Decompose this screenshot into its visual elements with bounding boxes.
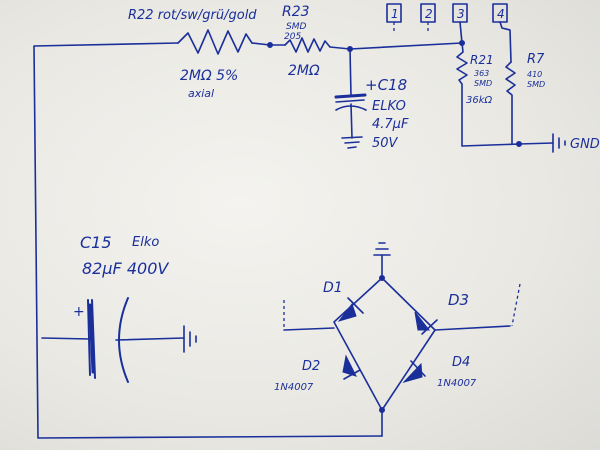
diode-d2 — [342, 354, 361, 380]
c18-type-label: ELKO — [372, 99, 406, 114]
r23-name-label: R23 — [282, 4, 310, 20]
d4-part-label: 1N4007 — [437, 378, 477, 389]
r21-name-label: R21 — [470, 53, 494, 67]
top-wire — [251, 40, 465, 52]
resistor-r23 — [284, 37, 331, 53]
r7-package-label: SMD — [527, 80, 545, 89]
r21-value-label: 36kΩ — [466, 95, 493, 106]
pin-3-label: 3 — [457, 7, 465, 21]
r23-package-label: SMD — [286, 22, 306, 32]
c18-name-label: +C18 — [365, 76, 407, 94]
r22-value-label: 2MΩ 5% — [180, 68, 238, 84]
resistor-r21 — [456, 42, 521, 147]
r21-code-label: 363 — [474, 69, 489, 78]
d1-label: D1 — [323, 280, 343, 296]
diode-d3 — [414, 311, 438, 335]
capacitor-c15 — [41, 297, 197, 383]
diode-d4 — [402, 360, 426, 383]
r22-package-label: axial — [188, 87, 214, 100]
capacitor-c18 — [334, 48, 367, 149]
c15-type-label: Elko — [132, 235, 159, 250]
bridge-rectifier — [283, 242, 521, 437]
r23-code-label: 205 — [284, 32, 301, 42]
r22-title-label: R22 rot/sw/grü/gold — [128, 8, 257, 23]
d2-part-label: 1N4007 — [274, 382, 314, 393]
gnd-symbol — [518, 133, 566, 153]
left-rail-wire — [33, 42, 383, 439]
d4-label: D4 — [452, 355, 470, 370]
d3-label: D3 — [448, 291, 469, 309]
c15-plus-label: + — [73, 304, 85, 320]
diode-d1 — [337, 297, 364, 322]
c15-value-label: 82µF 400V — [82, 259, 169, 278]
c18-voltage-label: 50V — [372, 136, 399, 151]
gnd-label: GND — [570, 137, 600, 152]
r23-value-label: 2MΩ — [288, 63, 320, 79]
r7-code-label: 410 — [527, 70, 542, 79]
r7-name-label: R7 — [527, 52, 545, 67]
pin-1-label: 1 — [391, 7, 399, 21]
connector-pins — [386, 3, 512, 63]
pin-2-label: 2 — [425, 7, 433, 21]
pin-4-label: 4 — [497, 7, 505, 21]
resistor-r22 — [177, 29, 253, 55]
r21-package-label: SMD — [474, 79, 492, 88]
c15-name-label: C15 — [80, 233, 112, 252]
resistor-r7 — [505, 61, 522, 147]
c18-value-label: 4.7µF — [372, 117, 409, 132]
d2-label: D2 — [302, 359, 320, 374]
